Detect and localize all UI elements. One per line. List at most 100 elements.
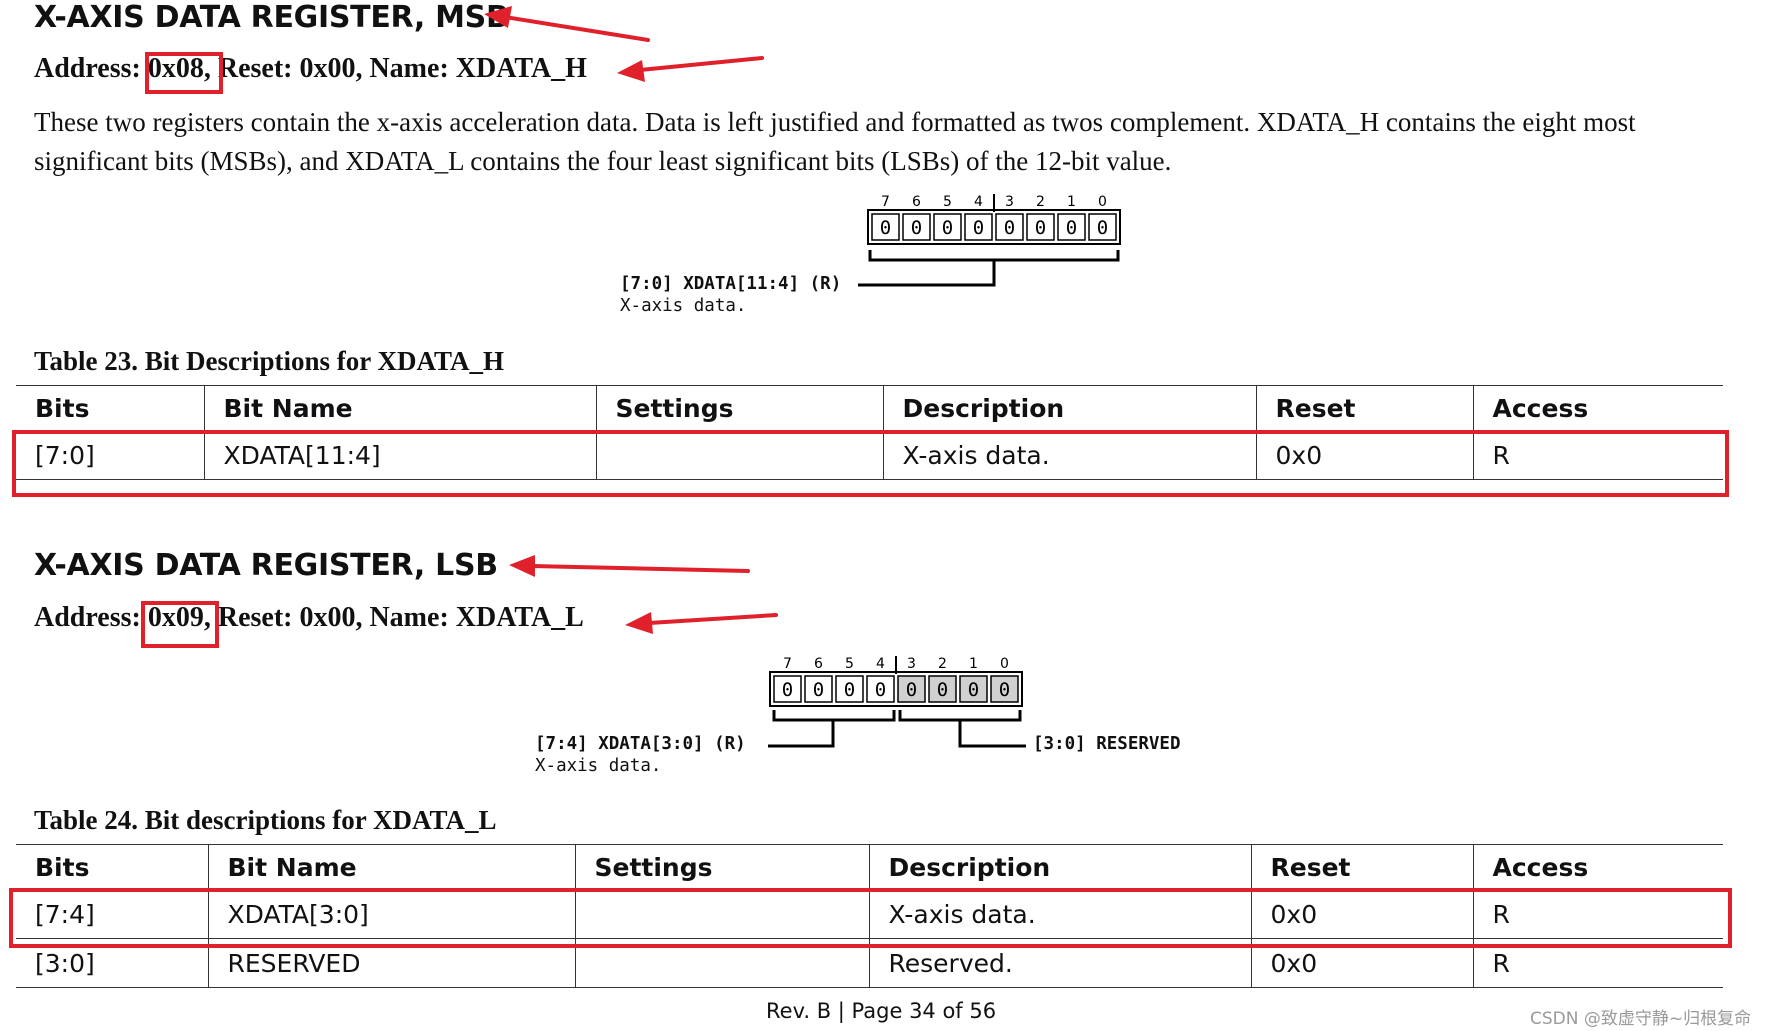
bit-number: 5 xyxy=(845,656,854,672)
msb-field-label: [7:0] XDATA[11:4] (R) xyxy=(620,274,842,294)
bit-cell xyxy=(928,675,957,703)
header-access: Access xyxy=(1472,844,1723,890)
bit-cell xyxy=(871,213,900,241)
cell-reset: 0x0 xyxy=(1250,889,1473,939)
cell-bit-name: XDATA[11:4] xyxy=(203,430,596,480)
bit-value: 0 xyxy=(1035,217,1046,239)
bit-cell xyxy=(964,213,993,241)
header-settings: Settings xyxy=(574,844,869,890)
msb-address-line: Address: 0x08, Reset: 0x00, Name: XDATA_… xyxy=(34,53,587,84)
bit-cell xyxy=(995,213,1024,241)
msb-field-desc: X-axis data. xyxy=(620,296,747,316)
bit-value: 0 xyxy=(942,217,953,239)
bit-value: 0 xyxy=(906,679,917,701)
lsb-address-line: Address: 0x09, Reset: 0x00, Name: XDATA_… xyxy=(34,602,584,633)
bit-value: 0 xyxy=(782,679,793,701)
header-description: Description xyxy=(882,385,1256,431)
bit-number: 1 xyxy=(969,656,978,672)
bit-cell xyxy=(990,675,1019,703)
bit-value: 0 xyxy=(911,217,922,239)
bit-number: 6 xyxy=(912,194,921,210)
lsb-field-label: [7:4] XDATA[3:0] (R) xyxy=(535,734,746,754)
page-footer: Rev. B | Page 34 of 56 xyxy=(766,999,997,1023)
bit-number: 5 xyxy=(943,194,952,210)
lsb-reserved-label: [3:0] RESERVED xyxy=(1033,734,1181,754)
bit-cell xyxy=(959,675,988,703)
header-bit-name: Bit Name xyxy=(203,385,596,431)
bit-value: 0 xyxy=(999,679,1010,701)
msb-register-heading: X-AXIS DATA REGISTER, MSB xyxy=(34,0,509,35)
row-highlight-box xyxy=(12,430,1729,497)
bit-value: 0 xyxy=(1097,217,1108,239)
lsb-field-bracket-leader xyxy=(768,720,835,748)
cell-settings xyxy=(574,889,869,939)
bit-cell xyxy=(1088,213,1117,241)
bit-value: 0 xyxy=(1066,217,1077,239)
bit-value: 0 xyxy=(1004,217,1015,239)
address-label: Address: xyxy=(34,602,141,633)
bit-value: 0 xyxy=(844,679,855,701)
red-arrow-icon xyxy=(617,56,764,82)
red-arrow-icon xyxy=(625,612,778,634)
header-bit-name: Bit Name xyxy=(207,844,575,890)
reset-name-text: Reset: 0x00, Name: XDATA_H xyxy=(217,53,587,84)
bit-number: 7 xyxy=(783,656,792,672)
table-row: [7:0] XDATA[11:4] X-axis data. 0x0 R xyxy=(16,430,1723,480)
bit-cell xyxy=(1057,213,1086,241)
address-highlight-box xyxy=(141,601,219,648)
header-bits: Bits xyxy=(16,844,208,890)
bit-number: 2 xyxy=(1036,194,1045,210)
msb-field-bracket-leader xyxy=(858,260,996,287)
bit-number: 6 xyxy=(814,656,823,672)
bit-value: 0 xyxy=(875,679,886,701)
bit-cell xyxy=(866,675,895,703)
table-header-row: Bits Bit Name Settings Description Reset… xyxy=(16,844,1723,890)
table-row: [7:4] XDATA[3:0] X-axis data. 0x0 R xyxy=(16,889,1723,939)
bit-value: 0 xyxy=(813,679,824,701)
table-header-row: Bits Bit Name Settings Description Reset… xyxy=(16,385,1723,431)
bit-number: 7 xyxy=(881,194,890,210)
bit-cell xyxy=(933,213,962,241)
table-23: Bits Bit Name Settings Description Reset… xyxy=(16,385,1723,480)
lsb-field-desc: X-axis data. xyxy=(535,756,662,776)
address-value: 0x09 xyxy=(147,602,204,633)
bit-value: 0 xyxy=(973,217,984,239)
bit-number: 1 xyxy=(1067,194,1076,210)
header-bits: Bits xyxy=(16,385,204,431)
bit-number: 3 xyxy=(1005,194,1014,210)
header-description: Description xyxy=(868,844,1251,890)
bit-cell xyxy=(804,675,833,703)
header-settings: Settings xyxy=(595,385,883,431)
cell-bit-name: XDATA[3:0] xyxy=(207,889,575,939)
address-value: 0x08 xyxy=(147,53,204,84)
bit-number: 2 xyxy=(938,656,947,672)
lsb-reserved-bracket-leader xyxy=(958,720,1026,748)
bit-number: 4 xyxy=(876,656,885,672)
bit-number: 0 xyxy=(1098,194,1107,210)
bit-value: 0 xyxy=(968,679,979,701)
table-23-title: Table 23. Bit Descriptions for XDATA_H xyxy=(34,346,505,376)
bit-cell xyxy=(773,675,802,703)
csdn-watermark: CSDN @致虚守静~归根复命 xyxy=(1530,1009,1752,1029)
bit-cell xyxy=(1026,213,1055,241)
lsb-register-heading: X-AXIS DATA REGISTER, LSB xyxy=(34,548,498,583)
cell-reset: 0x0 xyxy=(1255,430,1473,480)
address-label: Address: xyxy=(34,53,141,84)
bit-number: 4 xyxy=(974,194,983,210)
bit-cell xyxy=(902,213,931,241)
table-24-title: Table 24. Bit descriptions for XDATA_L xyxy=(34,805,497,835)
reset-name-text: Reset: 0x00, Name: XDATA_L xyxy=(217,602,584,633)
address-highlight-box xyxy=(145,52,223,94)
bit-cell xyxy=(835,675,864,703)
header-access: Access xyxy=(1472,385,1723,431)
cell-bits: [7:4] xyxy=(16,889,208,939)
description-paragraph: These two registers contain the x-axis a… xyxy=(34,107,1636,176)
bit-cell xyxy=(897,675,926,703)
bit-value: 0 xyxy=(937,679,948,701)
row-highlight-box xyxy=(9,888,1732,948)
bit-value: 0 xyxy=(880,217,891,239)
header-reset: Reset xyxy=(1255,385,1473,431)
